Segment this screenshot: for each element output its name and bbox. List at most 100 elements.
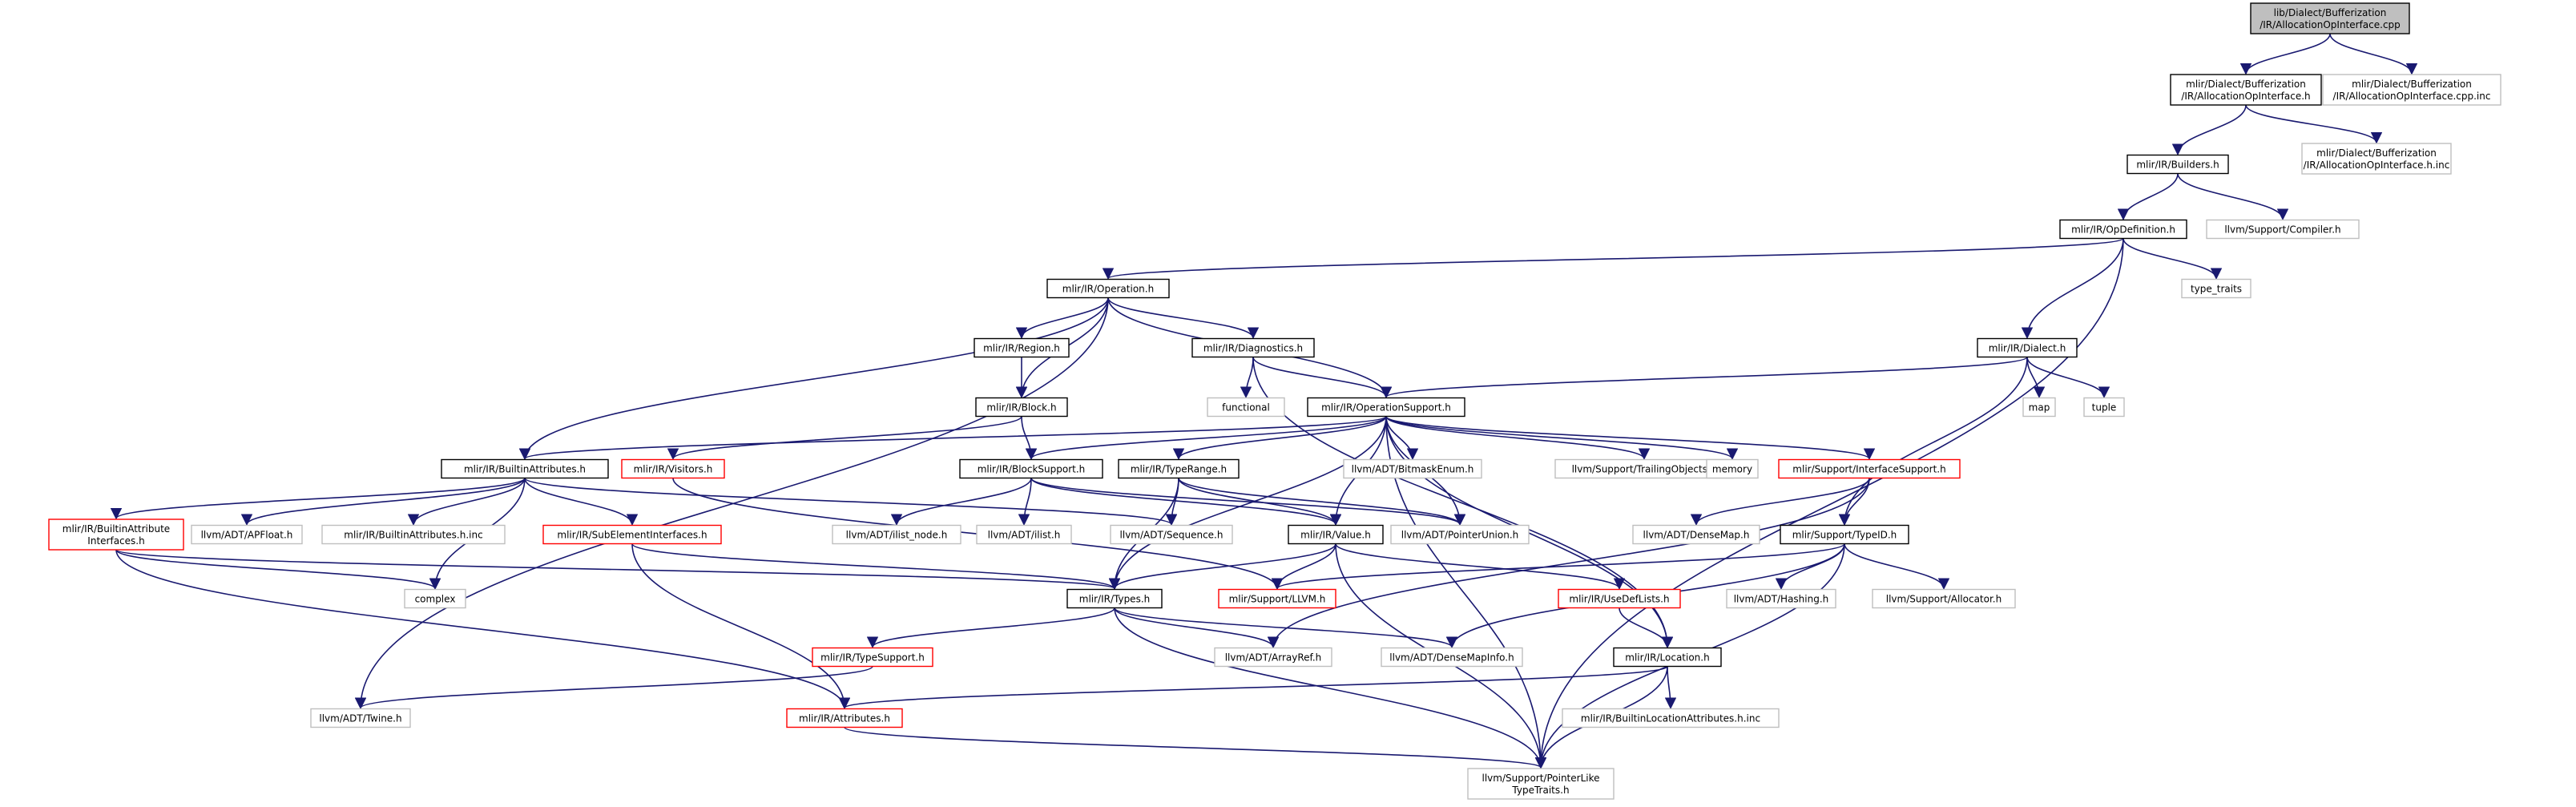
edge-types-to-densemapinfo (1114, 607, 1457, 648)
node-operation[interactable]: mlir/IR/Operation.h (1046, 278, 1170, 299)
node-visitors[interactable]: mlir/IR/Visitors.h (621, 458, 725, 479)
node-box (1562, 708, 1780, 728)
edge-builtinattr-to-apfloat (240, 478, 526, 526)
node-builders[interactable]: mlir/IR/Builders.h (2127, 154, 2229, 175)
node-box (1207, 397, 1285, 418)
dependency-nodes: lib/Dialect/Bufferization/IR/AllocationO… (48, 2, 2501, 800)
edge-value-to-usedeflists (1335, 543, 1626, 590)
edge-operation-to-diagnostics (1107, 297, 1260, 339)
node-ilist: llvm/ADT/ilist.h (976, 524, 1072, 545)
edge-value-to-types (1108, 543, 1336, 590)
node-ptrunion: llvm/ADT/PointerUnion.h (1390, 524, 1530, 545)
node-box (2022, 397, 2056, 418)
node-typerange[interactable]: mlir/IR/TypeRange.h (1118, 458, 1240, 479)
node-battr_inc: mlir/IR/BuiltinAttributes.h.inc (321, 524, 506, 545)
node-label: llvm/Support/PointerLike (1482, 773, 1599, 784)
node-label: mlir/IR/Dialect.h (1989, 343, 2066, 354)
edge-diagnostics-to-functional (1240, 357, 1254, 398)
node-diagnostics[interactable]: mlir/IR/Diagnostics.h (1191, 337, 1315, 358)
node-builtinattr[interactable]: mlir/IR/BuiltinAttributes.h (441, 458, 609, 479)
node-label: /IR/AllocationOpInterface.cpp (2260, 19, 2401, 30)
node-complex: complex (404, 588, 466, 609)
node-root[interactable]: lib/Dialect/Bufferization/IR/AllocationO… (2250, 2, 2410, 34)
node-dialect[interactable]: mlir/IR/Dialect.h (1977, 337, 2078, 358)
node-opdef[interactable]: mlir/IR/OpDefinition.h (2059, 219, 2187, 240)
node-label: llvm/ADT/ilist_node.h (846, 530, 948, 541)
edge-diagnostics-to-opsupport (1252, 357, 1393, 398)
node-ifacesupport[interactable]: mlir/Support/InterfaceSupport.h (1778, 458, 1961, 479)
node-tuple: tuple (2083, 397, 2125, 418)
node-bitmaskenum: llvm/ADT/BitmaskEnum.h (1343, 458, 1482, 479)
edge-blocksupport-to-ptrunion (1030, 477, 1465, 526)
node-label: mlir/IR/Operation.h (1062, 284, 1154, 295)
node-label: mlir/Dialect/Bufferization (2352, 79, 2472, 90)
node-box (2170, 74, 2322, 106)
edge-builtinattr-to-batif (111, 477, 526, 520)
node-region[interactable]: mlir/IR/Region.h (974, 337, 1070, 358)
node-box (1467, 768, 1615, 800)
node-label: mlir/IR/TypeRange.h (1131, 464, 1227, 475)
edge-batif-to-types (115, 549, 1120, 590)
node-types[interactable]: mlir/IR/Types.h (1066, 588, 1163, 609)
node-box (1558, 588, 1681, 609)
node-box (1390, 524, 1530, 545)
node-subelem[interactable]: mlir/IR/SubElementInterfaces.h (542, 524, 722, 545)
edge-root-to-aoi_cpp_inc (2329, 33, 2418, 75)
edge-blocksupport-to-value (1030, 478, 1342, 526)
edge-types-to-arrayref (1114, 607, 1280, 648)
edge-opsupport-to-blocksupport (1026, 415, 1387, 460)
node-label: llvm/Support/Allocator.h (1886, 594, 2002, 605)
node-label: mlir/IR/TypeSupport.h (820, 652, 925, 664)
node-box (310, 708, 411, 728)
edge-root-to-aoi_h (2239, 33, 2331, 75)
node-opsupport[interactable]: mlir/IR/OperationSupport.h (1307, 397, 1465, 418)
node-usedeflists[interactable]: mlir/IR/UseDefLists.h (1558, 588, 1681, 609)
node-typesupport[interactable]: mlir/IR/TypeSupport.h (812, 647, 933, 668)
edge-typeid-to-hashing (1775, 543, 1845, 590)
node-label: TypeTraits.h (1511, 785, 1569, 796)
edge-usedeflists-to-location (1619, 607, 1674, 648)
node-box (2206, 219, 2360, 240)
edge-blocksupport-to-ilist (1018, 478, 1032, 526)
node-box (1381, 647, 1523, 668)
node-label: mlir/IR/OpDefinition.h (2071, 224, 2175, 236)
node-label: llvm/ADT/APFloat.h (201, 530, 293, 541)
node-box (1214, 647, 1332, 668)
node-box (1046, 278, 1170, 299)
edge-typerange-to-ptrunion (1178, 478, 1466, 526)
node-box (812, 647, 933, 668)
edge-attributes-to-ptrlike (844, 726, 1546, 769)
edge-types-to-typesupport (866, 607, 1115, 648)
node-label: llvm/ADT/Hashing.h (1734, 594, 1829, 605)
edge-typerange-to-value (1178, 478, 1342, 526)
node-value[interactable]: mlir/IR/Value.h (1288, 524, 1384, 545)
node-llvmh[interactable]: mlir/Support/LLVM.h (1218, 588, 1336, 609)
node-apfloat: llvm/ADT/APFloat.h (191, 524, 303, 545)
node-trailingobj: llvm/Support/TrailingObjects.h (1554, 458, 1734, 479)
node-blocksupport[interactable]: mlir/IR/BlockSupport.h (959, 458, 1103, 479)
node-aoi_h_inc: mlir/Dialect/Bufferization/IR/Allocation… (2301, 143, 2452, 175)
node-box (1726, 588, 1836, 609)
node-ilist_node: llvm/ADT/ilist_node.h (832, 524, 961, 545)
edge-location-to-attributes (839, 665, 1668, 709)
node-label: Interfaces.h (87, 535, 144, 547)
node-label: mlir/IR/Attributes.h (799, 713, 890, 724)
node-block[interactable]: mlir/IR/Block.h (975, 397, 1068, 418)
node-aoi_h[interactable]: mlir/Dialect/Bufferization/IR/Allocation… (2170, 74, 2322, 106)
edge-opdef-to-dialect (2021, 238, 2124, 339)
node-location[interactable]: mlir/IR/Location.h (1613, 647, 1722, 668)
node-label: mlir/IR/Value.h (1300, 530, 1371, 541)
node-box (1307, 397, 1465, 418)
node-label: mlir/IR/Types.h (1079, 594, 1151, 605)
node-box (786, 708, 903, 728)
node-box (2083, 397, 2125, 418)
node-label: llvm/ADT/DenseMapInfo.h (1389, 652, 1514, 664)
node-box (2322, 74, 2501, 106)
node-typeid[interactable]: mlir/Support/TypeID.h (1780, 524, 1909, 545)
edge-operation-to-twine (354, 297, 1109, 709)
node-label: map (2029, 402, 2050, 414)
node-box (1110, 524, 1233, 545)
node-label: /IR/AllocationOpInterface.h (2181, 91, 2310, 102)
node-attributes[interactable]: mlir/IR/Attributes.h (786, 708, 903, 728)
